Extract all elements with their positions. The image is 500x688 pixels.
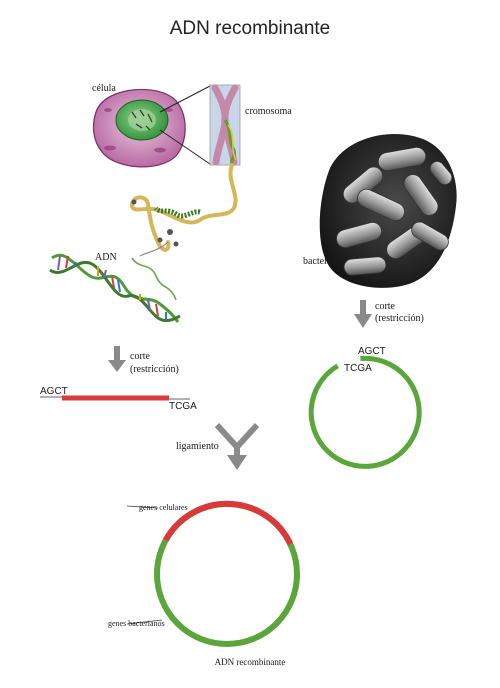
plasmid-recombinant-icon	[126, 500, 300, 647]
chromosome-label: cromosoma	[245, 106, 292, 117]
cell-label: célula	[92, 83, 116, 94]
dna-fragment-red	[40, 395, 190, 401]
cut-left-label-2: (restricción)	[130, 364, 179, 375]
bacteria-micrograph-icon	[319, 133, 457, 288]
cell-genes-label: genes celulares	[139, 503, 188, 512]
cell-icon	[92, 88, 186, 168]
cut-right-label-1: corte	[375, 301, 395, 312]
chromosome-icon	[209, 84, 241, 166]
sequence-left-top: AGCT	[40, 386, 68, 397]
down-arrow-icon-right	[354, 300, 372, 328]
down-arrow-icon-left	[108, 346, 126, 372]
merge-arrow-icon	[214, 422, 260, 470]
dna-helix-icon	[49, 253, 181, 323]
bacteria-label: bacterias	[303, 256, 339, 267]
sequence-left-bottom: TCGA	[169, 401, 197, 412]
sequence-right-bottom: TCGA	[344, 363, 372, 374]
page-title: ADN recombinante	[169, 18, 331, 39]
dna-label: ADN	[95, 252, 117, 263]
ligation-label: ligamiento	[176, 441, 219, 452]
chromatin-strand-icon	[129, 163, 238, 257]
bottom-caption: ADN recombinante	[214, 657, 286, 667]
zoom-lines	[159, 85, 211, 165]
bacterial-genes-label: genes bacterianos	[108, 619, 165, 628]
cut-left-label-1: corte	[130, 351, 150, 362]
plasmid-open-icon	[308, 355, 422, 469]
cut-right-label-2: (restricción)	[375, 313, 424, 324]
sequence-right-top: AGCT	[358, 346, 386, 357]
